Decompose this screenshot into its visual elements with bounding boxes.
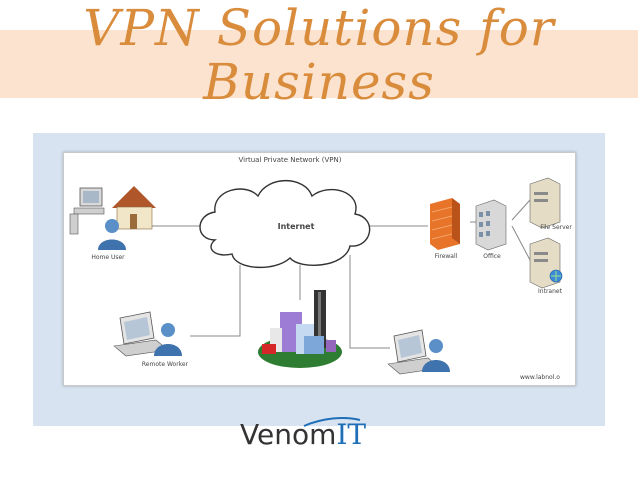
venomit-logo: VenomIT — [240, 417, 367, 458]
diagram-heading: Virtual Private Network (VPN) — [239, 156, 342, 164]
slide-title: VPN Solutions for Business — [0, 0, 638, 109]
connection-lines — [150, 199, 531, 349]
remote-worker-person-icon — [154, 323, 182, 356]
firewall-label: Firewall — [435, 253, 458, 260]
intranet-label: Intranet — [538, 288, 563, 295]
remote-worker-label: Remote Worker — [142, 361, 189, 368]
logo-venom: Venom — [240, 418, 337, 451]
remote-laptop-icon — [113, 311, 169, 357]
home-user-label: Home User — [91, 254, 125, 261]
city-buildings-icon — [258, 290, 342, 368]
office-label: Office — [483, 253, 501, 260]
file-server-icon — [529, 177, 561, 229]
title-band — [0, 30, 638, 98]
cloud-label: Internet — [278, 222, 315, 231]
internet-cloud-icon — [199, 179, 371, 269]
diagram-credit: www.labnol.o — [520, 374, 560, 381]
mobile-user-person-icon — [422, 339, 450, 372]
mobile-laptop-icon — [387, 329, 441, 375]
file-server-label: File Server — [540, 224, 572, 231]
title-line-2: Business — [203, 53, 435, 111]
home-computer-icon — [69, 187, 105, 235]
title-line-1: VPN Solutions for — [83, 0, 555, 57]
logo-swoosh-icon — [303, 417, 361, 427]
firewall-icon — [430, 198, 460, 250]
office-building-icon — [475, 199, 507, 251]
home-user-person-icon — [98, 219, 126, 250]
intranet-server-icon — [529, 237, 563, 289]
logo-it: IT — [336, 418, 367, 451]
house-icon — [112, 186, 156, 230]
